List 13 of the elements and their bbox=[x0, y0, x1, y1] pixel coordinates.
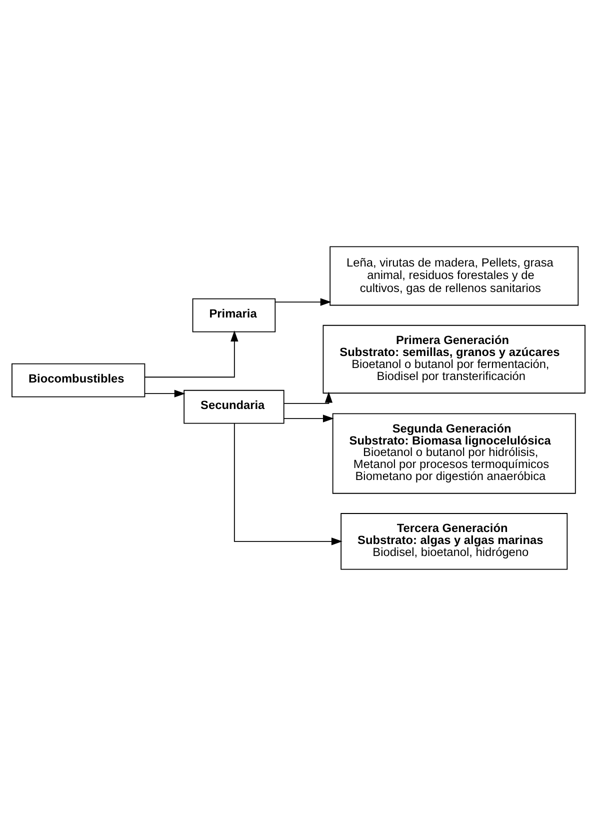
node-box: Primaria bbox=[192, 298, 276, 332]
arrow bbox=[274, 298, 332, 306]
arrow bbox=[144, 330, 238, 378]
node-box: Biocombustibles bbox=[12, 363, 146, 398]
arrow bbox=[234, 422, 342, 546]
arrow bbox=[283, 414, 334, 422]
node-box: Primera Generación Substrato: semillas, granos y azúcares Bioetanol o butanol por fermentación, Biodisel por transterificación bbox=[322, 324, 586, 394]
arrow bbox=[284, 392, 333, 404]
node-box: Segunda Generación Substrato: Biomasa lignocelulósica Bioetanol o butanol por hidrólisis, Metanol por procesos termoquímicos Biometano por digestión anaeróbica bbox=[332, 413, 576, 494]
node-box: Leña, virutas de madera, Pellets, grasa animal, residuos forestales y de cultivos, gas de rellenos sanitarios bbox=[330, 246, 579, 306]
arrow bbox=[144, 390, 186, 398]
node-box: Secundaria bbox=[184, 390, 284, 424]
node-box: Tercera Generación Substrato: algas y algas marinas Biodisel, bioetanol, hidrógeno bbox=[340, 513, 568, 570]
